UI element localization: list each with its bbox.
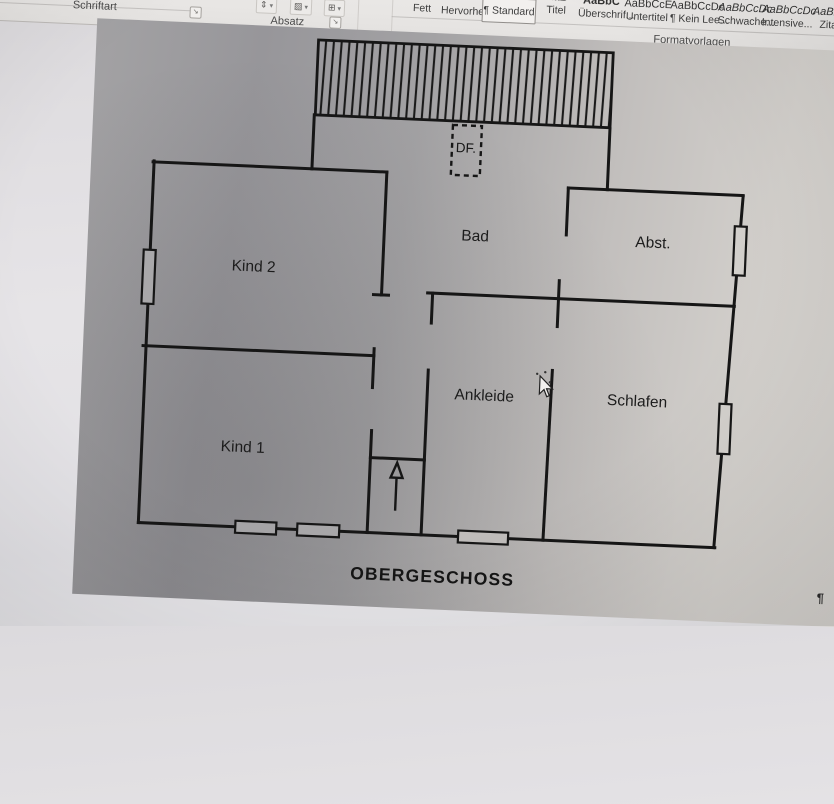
style-item-ueberschrift[interactable]: AaBbC Überschrif... <box>577 0 635 22</box>
stairs-up-arrow <box>388 459 405 511</box>
wall-lines <box>136 113 745 550</box>
floor-plan-title: OBERGESCHOSS <box>350 563 515 590</box>
mouse-cursor-icon <box>536 370 555 398</box>
roof-window-label: DF. <box>456 140 477 156</box>
borders-button[interactable]: ⊞ ▾ <box>323 0 346 18</box>
window-symbols <box>140 225 748 546</box>
paragraph-mark: ¶ <box>816 590 825 606</box>
style-label: Fett <box>412 2 432 15</box>
room-label-kind2: Kind 2 <box>231 257 276 276</box>
room-label-ankleide: Ankleide <box>454 386 514 406</box>
style-item-standard-selected[interactable]: ¶ Standard <box>481 0 537 25</box>
style-item-zitat[interactable]: AaBbC Zitat <box>807 5 834 32</box>
room-label-schlafen: Schlafen <box>607 392 668 412</box>
font-dialog-launcher-icon[interactable]: ↘ <box>189 6 202 19</box>
style-label: Intensive... <box>761 16 813 31</box>
borders-icon: ⊞ <box>327 2 336 13</box>
hatched-wall-band <box>313 38 615 130</box>
paragraph-dialog-launcher-icon[interactable]: ↘ <box>329 16 342 29</box>
style-label: Untertitel <box>625 10 669 25</box>
dropdown-arrow-icon: ▾ <box>304 3 309 11</box>
style-item-untertitel[interactable]: AaBbCcE Untertitel <box>624 0 672 25</box>
shading-button[interactable]: ▨ ▾ <box>289 0 313 16</box>
roof-window-outline <box>449 123 484 178</box>
style-label: ¶ Standard <box>483 3 535 18</box>
style-label: Schwache... <box>717 14 776 29</box>
floor-plan-scan-image[interactable]: Kind 2 Kind 1 Bad Abst. Ankleide Schlafe… <box>72 18 834 632</box>
style-item-schwache-hervorhebung[interactable]: AaBbCcDc Schwache... <box>717 1 776 29</box>
line-spacing-icon: ⇕ <box>259 0 268 10</box>
style-item-titel[interactable]: AaB Titel <box>534 0 579 17</box>
room-label-kind1: Kind 1 <box>220 438 265 457</box>
dropdown-arrow-icon: ▾ <box>337 5 342 13</box>
style-label: ¶ Kein Lee... <box>669 12 729 27</box>
style-item-fett[interactable]: Fett <box>400 1 444 15</box>
style-item-intensive-hervorhebung[interactable]: AaBbCcDc Intensive... <box>761 3 816 31</box>
style-item-kein-leerraum[interactable]: AaBbCcDc ¶ Kein Lee... <box>669 0 729 27</box>
floor-plan-drawing: Kind 2 Kind 1 Bad Abst. Ankleide Schlafe… <box>136 38 748 590</box>
room-label-bad: Bad <box>461 227 489 245</box>
room-label-abstellraum: Abst. <box>635 234 671 253</box>
style-label: Überschrif... <box>577 7 635 22</box>
style-label: Titel <box>546 3 567 17</box>
dropdown-arrow-icon: ▾ <box>269 2 274 10</box>
line-spacing-button[interactable]: ⇕ ▾ <box>255 0 278 15</box>
style-label: Zitat <box>819 18 834 32</box>
shading-icon: ▨ <box>293 0 303 12</box>
